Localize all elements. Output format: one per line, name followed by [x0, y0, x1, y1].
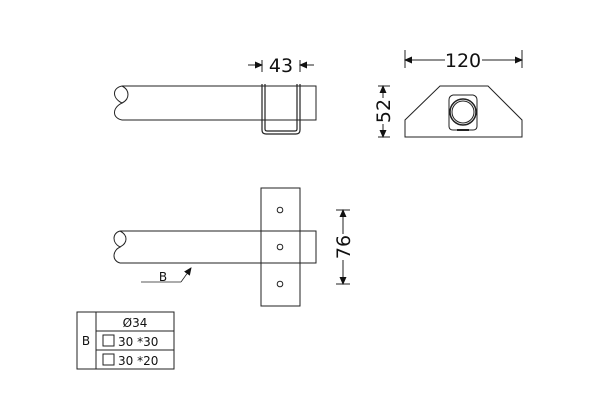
leader-b-label: B — [159, 270, 167, 284]
dimension-76 — [336, 209, 350, 285]
housing-front-view — [404, 85, 523, 138]
leader-b — [141, 267, 192, 283]
dimension-120 — [404, 50, 523, 68]
dimension-76-label: 76 — [333, 235, 355, 259]
table-cell: 30 *30 — [118, 335, 158, 349]
size-table-grid — [76, 311, 175, 370]
mounting-hole — [276, 280, 284, 288]
table-cell: 30 *20 — [118, 354, 158, 368]
dimension-43 — [248, 60, 314, 72]
square-icon — [102, 334, 115, 347]
table-row-header: B — [82, 334, 90, 348]
pipe-side-view-top — [114, 85, 317, 121]
mounting-hole — [276, 243, 284, 251]
dimension-52 — [378, 85, 390, 138]
dimension-52-label: 52 — [373, 99, 395, 123]
dimension-43-label: 43 — [269, 55, 293, 77]
mounting-plate — [260, 187, 301, 307]
u-bolt-clamp — [261, 84, 301, 135]
mounting-hole — [276, 206, 284, 214]
square-icon — [102, 353, 115, 366]
pipe-top-view — [113, 230, 317, 264]
dimension-120-label: 120 — [445, 50, 481, 72]
table-cell: Ø34 — [123, 316, 148, 330]
